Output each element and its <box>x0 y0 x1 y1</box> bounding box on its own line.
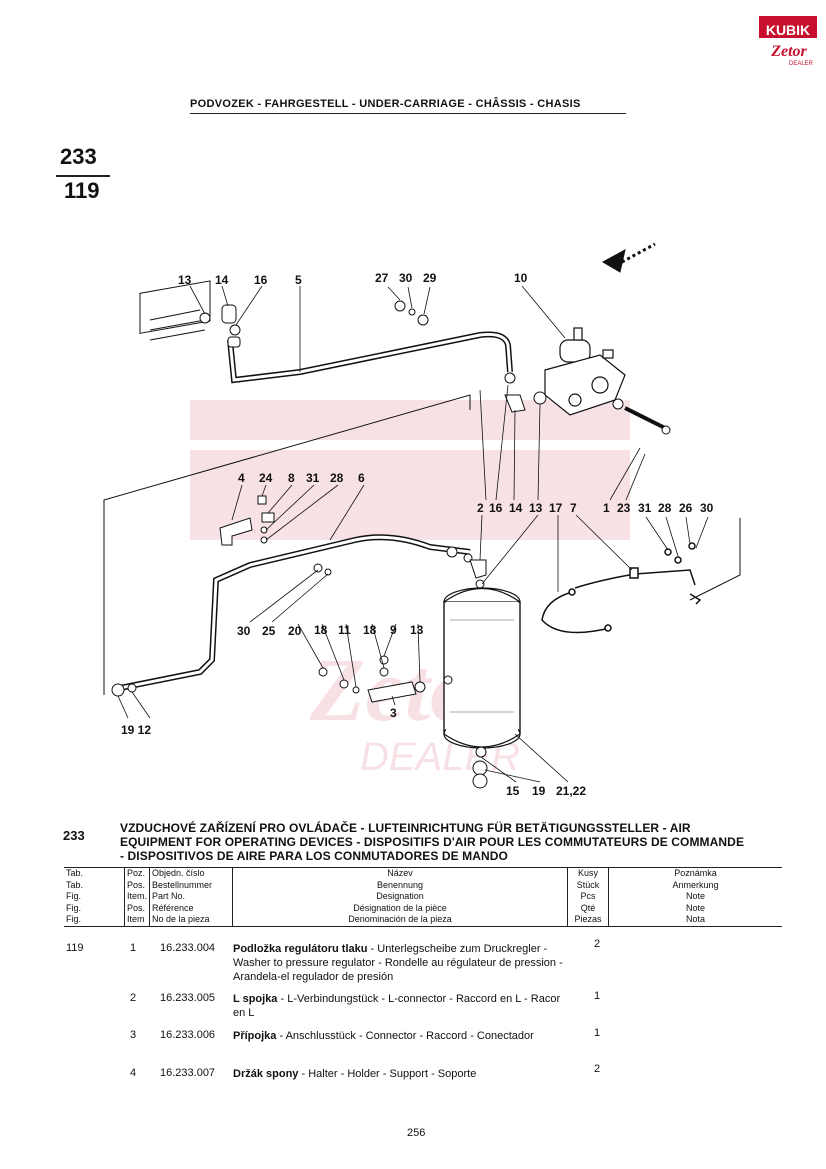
callout-19-12: 19 12 <box>121 723 151 737</box>
bracket-4-drawing <box>219 495 275 546</box>
tank-strap-drawing <box>541 542 702 634</box>
callout-3: 3 <box>390 706 397 720</box>
callout-31: 31 <box>306 471 320 485</box>
diagram-svg: Zetor DEALER <box>103 242 741 798</box>
direction-arrow-icon <box>601 242 656 273</box>
fig-number: 119 <box>64 178 100 203</box>
tank-drain-fittings <box>472 746 488 789</box>
row-quantity: 1 <box>594 990 601 1002</box>
callout-4: 4 <box>238 471 245 485</box>
parts-table-header: Tab.Tab.Fig.Fig.Fig. Poz.Pos.Item.Pos.It… <box>64 867 782 927</box>
row-pos: 4 <box>130 1067 137 1079</box>
leader-lines <box>117 285 709 783</box>
logo-brand: KUBIK <box>766 22 810 38</box>
row-designation: Držák spony - Halter - Holder - Support … <box>233 1068 477 1080</box>
callout-18b: 18 <box>363 623 377 637</box>
callout-25: 25 <box>262 624 276 638</box>
callout-28b: 28 <box>658 501 672 515</box>
row-quantity: 1 <box>594 1027 601 1039</box>
fittings-top-left <box>199 304 241 348</box>
callout-20: 20 <box>288 624 302 638</box>
row-pos: 2 <box>130 992 137 1004</box>
row-part-number: 16.233.004 <box>160 942 216 954</box>
callout-24: 24 <box>259 471 273 485</box>
callout-17: 17 <box>549 501 563 515</box>
row-quantity: 2 <box>594 938 601 950</box>
callout-13: 13 <box>178 273 192 287</box>
section-number: 233 <box>63 828 85 843</box>
row-designation: Přípojka - Anschlusstück - Connector - R… <box>233 1030 534 1042</box>
callout-19: 19 <box>532 784 546 798</box>
section-title-line-3: - DISPOSITIVOS DE AIRE PARA LOS CONMUTAD… <box>120 849 508 863</box>
section-title-line-1: VZDUCHOVÉ ZAŘÍZENÍ PRO OVLÁDAČE - LUFTEI… <box>120 821 691 835</box>
callout-23: 23 <box>617 501 631 515</box>
callout-6: 6 <box>358 471 365 485</box>
row-part-number: 16.233.006 <box>160 1029 216 1041</box>
fittings-mid <box>504 372 547 413</box>
callout-21-22: 21,22 <box>556 784 586 798</box>
header-title: PODVOZEK - FAHRGESTELL - UNDER-CARRIAGE … <box>190 98 581 110</box>
kubik-zetor-logo: KUBIK Zetor DEALER <box>757 14 819 72</box>
header-rule <box>190 113 626 114</box>
row-part-number: 16.233.005 <box>160 992 216 1004</box>
header-pos: Poz.Pos.Item.Pos.Item <box>124 867 151 926</box>
callout-29: 29 <box>423 271 437 285</box>
callout-14: 14 <box>215 273 229 287</box>
callout-7: 7 <box>570 501 577 515</box>
page-number: 256 <box>407 1127 426 1139</box>
callout-13b: 13 <box>529 501 543 515</box>
air-tank-drawing <box>443 587 521 749</box>
callout-28: 28 <box>330 471 344 485</box>
logo-sub: Zetor <box>770 43 807 60</box>
callout-26: 26 <box>679 501 693 515</box>
callout-27: 27 <box>375 271 389 285</box>
bolt-drawing <box>612 398 671 435</box>
row-quantity: 2 <box>594 1063 601 1075</box>
row-designation: Podložka regulátoru tlaku - Unterlegsche… <box>233 943 563 983</box>
row-pos: 1 <box>130 942 137 954</box>
callout-14b: 14 <box>509 501 523 515</box>
row-part-number: 16.233.007 <box>160 1067 216 1079</box>
section-title-line-2: EQUIPMENT FOR OPERATING DEVICES - DISPOS… <box>120 835 745 849</box>
fittings-27-30-29 <box>394 300 429 326</box>
chassis-plane-outline <box>103 394 471 695</box>
callout-10: 10 <box>514 271 528 285</box>
callout-labels: 13 14 16 5 27 30 29 10 4 24 8 31 28 6 2 … <box>121 271 714 798</box>
callout-1: 1 <box>603 501 610 515</box>
callout-30b: 30 <box>700 501 714 515</box>
callout-16: 16 <box>254 273 268 287</box>
fittings-pipe-6 <box>111 546 487 697</box>
callout-15: 15 <box>506 784 520 798</box>
exploded-parts-diagram: Zetor DEALER <box>0 225 826 805</box>
callout-11: 11 <box>338 623 351 637</box>
tab-number: 233 <box>60 144 97 169</box>
callout-9: 9 <box>390 623 397 637</box>
row-designation: L spojka - L-Verbindungstück - L-connect… <box>233 993 561 1019</box>
header-tab: Tab.Tab.Fig.Fig.Fig. <box>64 867 125 926</box>
callout-16b: 16 <box>489 501 503 515</box>
callout-18: 18 <box>314 623 328 637</box>
valve-block-drawing <box>139 280 211 341</box>
section-title: VZDUCHOVÉ ZAŘÍZENÍ PRO OVLÁDAČE - LUFTEI… <box>120 821 800 863</box>
row-tab: 119 <box>66 942 84 954</box>
tab-fig-divider <box>56 175 110 177</box>
callout-13c: 13 <box>410 623 424 637</box>
callout-31b: 31 <box>638 501 652 515</box>
callout-8: 8 <box>288 471 295 485</box>
callout-5: 5 <box>295 273 302 287</box>
row-pos: 3 <box>130 1029 137 1041</box>
logo-dealer: DEALER <box>789 61 814 67</box>
pressure-regulator-drawing <box>544 327 626 416</box>
callout-2: 2 <box>477 501 484 515</box>
callout-30: 30 <box>399 271 413 285</box>
callout-30c: 30 <box>237 624 251 638</box>
